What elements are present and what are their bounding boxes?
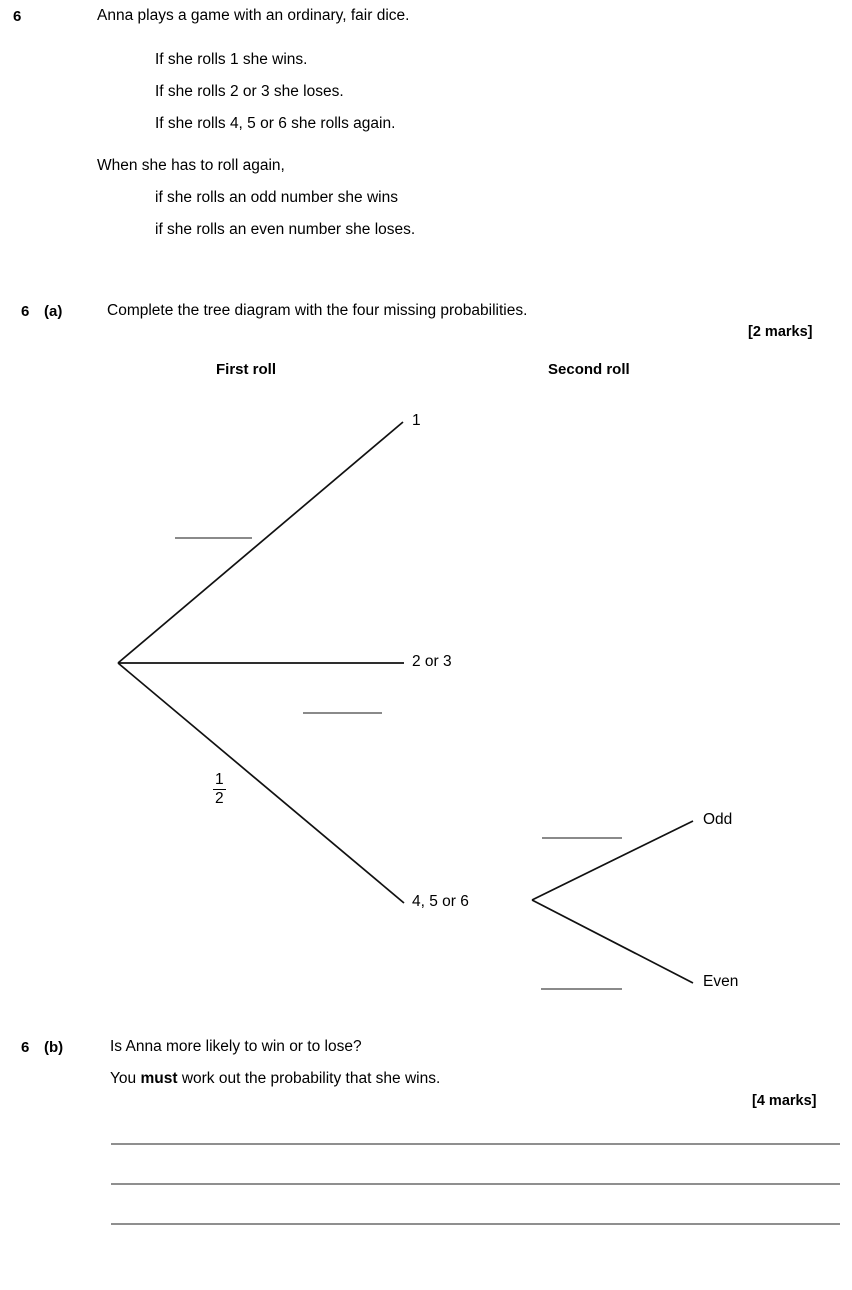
part-b-instruction-emphasis: must	[140, 1070, 178, 1087]
part-b-question: Is Anna more likely to win or to lose?	[110, 1038, 362, 1055]
part-b-instruction-prefix: You	[110, 1070, 141, 1087]
fraction-bar	[213, 789, 226, 791]
branch-second-roll-even	[531, 899, 694, 984]
fraction-numerator: 1	[215, 771, 224, 788]
fraction-denominator: 2	[215, 790, 224, 808]
question-stem: Anna plays a game with an ordinary, fair…	[97, 7, 410, 24]
part-a-number: 6	[21, 303, 30, 320]
tree-outcome-label-1: 1	[412, 412, 421, 429]
rule-line-2: If she rolls 2 or 3 she loses.	[155, 83, 344, 100]
part-b-number: 6	[21, 1039, 30, 1056]
question-number: 6	[13, 8, 22, 25]
probability-blank-second-roll-odd[interactable]	[542, 837, 622, 839]
answer-line-1[interactable]	[111, 1143, 840, 1145]
part-a-instruction: Complete the tree diagram with the four …	[107, 302, 528, 319]
part-a-letter: (a)	[44, 303, 63, 320]
probability-blank-first-roll-1[interactable]	[175, 537, 252, 539]
rule-line-1: If she rolls 1 she wins.	[155, 51, 308, 68]
reroll-rule-2: if she rolls an even number she loses.	[155, 221, 416, 238]
tree-outcome-label-456: 4, 5 or 6	[412, 893, 469, 910]
part-b-marks: [4 marks]	[752, 1093, 817, 1109]
branch-first-roll-456	[117, 662, 405, 904]
part-b-instruction: You must work out the probability that s…	[110, 1070, 440, 1089]
part-a-marks: [2 marks]	[748, 324, 813, 340]
tree-outcome-label-odd: Odd	[703, 811, 733, 828]
tree-header-first-roll: First roll	[216, 361, 277, 378]
branch-first-roll-1	[117, 421, 404, 664]
tree-probability-given-half: 1 2	[213, 771, 226, 808]
answer-line-3[interactable]	[111, 1223, 840, 1225]
rule-line-3: If she rolls 4, 5 or 6 she rolls again.	[155, 115, 396, 132]
part-b-letter: (b)	[44, 1039, 64, 1056]
reroll-intro: When she has to roll again,	[97, 157, 285, 174]
reroll-rule-1: if she rolls an odd number she wins	[155, 189, 398, 206]
probability-blank-first-roll-2or3[interactable]	[303, 712, 382, 714]
tree-outcome-label-even: Even	[703, 973, 739, 990]
answer-line-2[interactable]	[111, 1183, 840, 1185]
probability-blank-second-roll-even[interactable]	[541, 988, 622, 990]
tree-outcome-label-2or3: 2 or 3	[412, 653, 452, 670]
tree-header-second-roll: Second roll	[548, 361, 630, 378]
part-b-instruction-suffix: work out the probability that she wins.	[177, 1070, 441, 1087]
branch-second-roll-odd	[531, 820, 694, 901]
